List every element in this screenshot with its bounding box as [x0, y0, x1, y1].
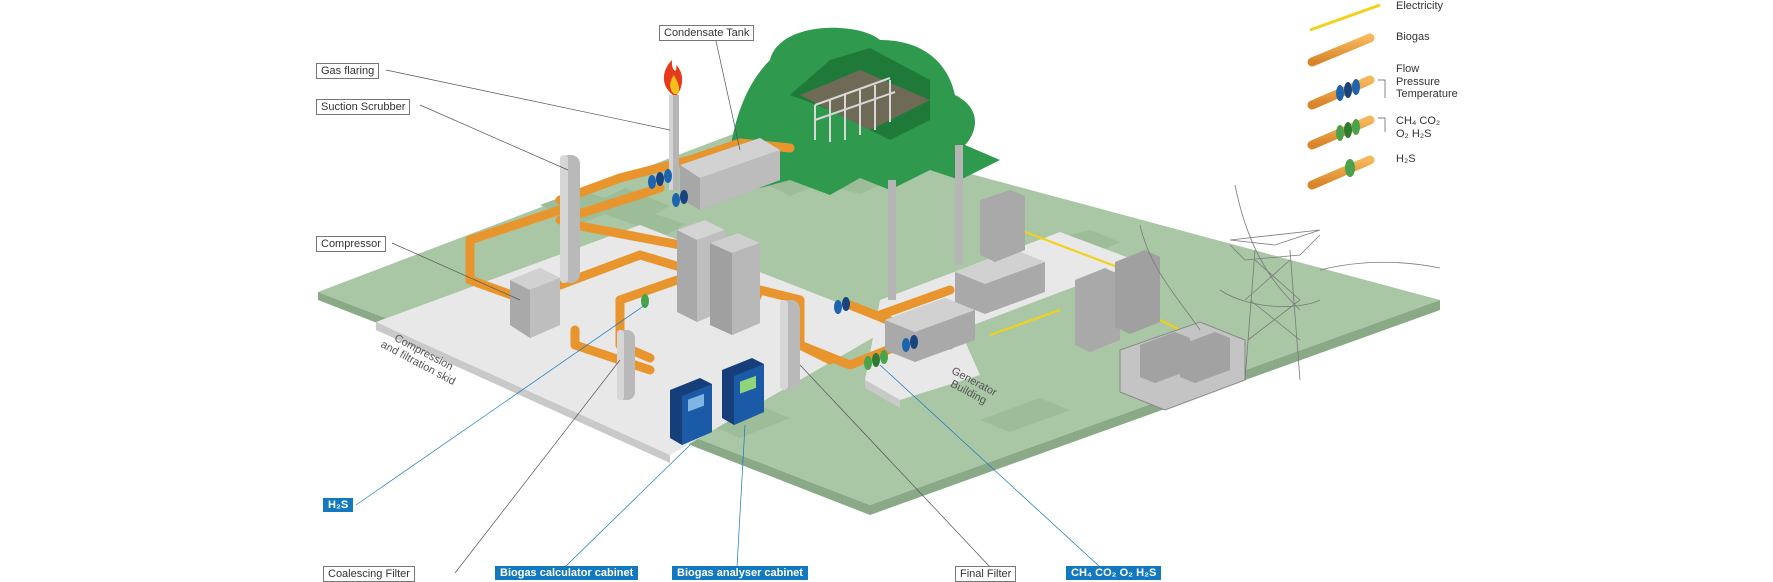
condensate-tank-label: Condensate Tank: [659, 25, 755, 41]
h2s-instrument-label: H₂S: [323, 498, 354, 512]
biogas-calculator-cabinet-label: Biogas calculator cabinet: [495, 566, 639, 580]
legend-temperature: Temperature: [1396, 88, 1458, 100]
legend-pressure: Pressure: [1396, 75, 1441, 88]
transformer-enclosure: [1119, 321, 1246, 411]
condensate-tank: [680, 138, 780, 210]
biogas-analyser-cabinet: [722, 358, 764, 425]
gas-analysis-label: CH₄ CO₂ O₂ H₂S: [1066, 566, 1162, 580]
instrument-leader-lines: [355, 304, 1101, 568]
legend-gas-analysis: CH₄ CO₂ O₂ H₂S: [1396, 115, 1440, 140]
generator-building-slab: [865, 232, 1140, 408]
legend-gas-analysis-line1: CH₄ CO₂: [1396, 115, 1441, 127]
compressor-label: Compressor: [316, 236, 386, 252]
legend-biogas: Biogas: [1396, 31, 1430, 43]
h2s-sensor: [641, 294, 649, 308]
gas-flare-stack: [663, 60, 683, 190]
coalescing-filter-label: Coalescing Filter: [323, 566, 415, 582]
flow-pressure-temperature-sensors: [648, 169, 918, 352]
gas-analysis-sensors: [864, 350, 888, 370]
legend-flow-pressure-temperature: Flow Pressure Temperature: [1396, 63, 1458, 101]
control-panels: [980, 190, 1160, 352]
legend-electricity: Electricity: [1396, 0, 1444, 12]
power-pylon: [1139, 184, 1441, 381]
leader-lines: [385, 31, 991, 574]
filtration-modules: [677, 220, 760, 335]
compression-skid-slab: [376, 225, 895, 463]
suction-scrubber-label: Suction Scrubber: [316, 99, 411, 115]
final-filter-label: Final Filter: [955, 566, 1017, 582]
suction-scrubber: [560, 155, 580, 283]
legend-symbols: [1307, 3, 1386, 190]
coalescing-filter: [617, 330, 635, 400]
gas-flaring-label: Gas flaring: [316, 63, 380, 79]
biogas-analyser-cabinet-label: Biogas analyser cabinet: [672, 566, 808, 580]
legend-h2s: H₂S: [1396, 153, 1416, 165]
compressor: [510, 268, 560, 338]
biogas-calculator-cabinet: [670, 378, 712, 445]
landfill-mound: [720, 27, 1000, 195]
legend-flow: Flow: [1396, 63, 1420, 75]
final-filter: [780, 300, 800, 390]
legend-gas-analysis-line2: O₂ H₂S: [1396, 127, 1432, 140]
